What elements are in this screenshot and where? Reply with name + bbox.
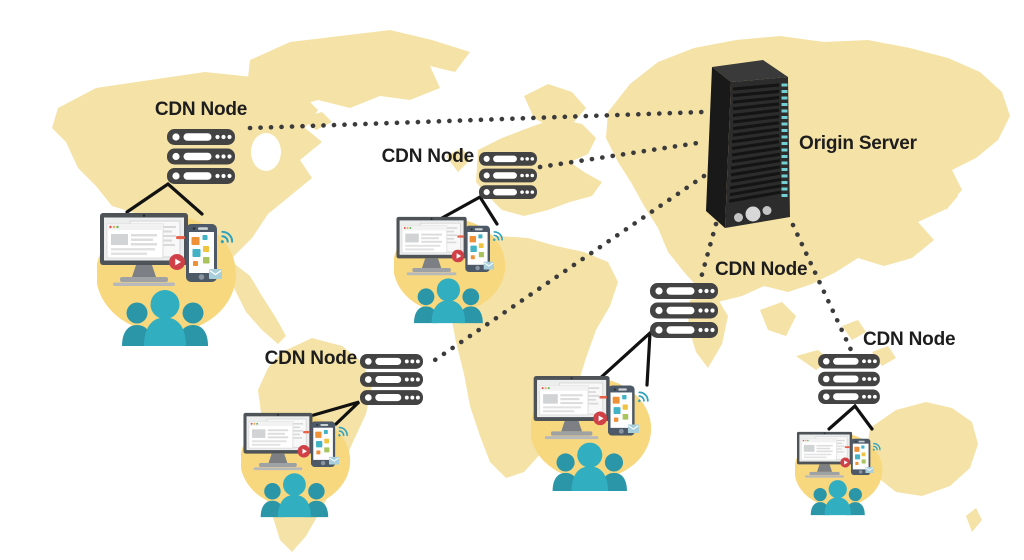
solid-link-node1-users (125, 181, 204, 216)
user-cluster-4 (241, 412, 351, 518)
origin-server-label: Origin Server (799, 133, 917, 154)
cdn-node-3-label: CDN Node (715, 259, 808, 280)
solid-link-node5-users (827, 403, 874, 431)
dotted-link-origin-node2 (537, 139, 707, 170)
dotted-link-origin-node4 (429, 173, 707, 365)
cdn-node-2-icon (479, 152, 537, 199)
dotted-link-origin-node5 (790, 222, 854, 353)
solid-link-node2-users (440, 194, 499, 226)
cdn-node-5-label: CDN Node (863, 329, 956, 350)
cdn-node-1-label: CDN Node (154, 99, 248, 120)
cdn-node-4-icon (360, 354, 423, 405)
origin-server-icon (701, 56, 793, 232)
cdn-node-5-icon (818, 354, 880, 404)
cdn-node-2-label: CDN Node (381, 146, 475, 167)
dotted-link-origin-node3 (698, 221, 719, 281)
cdn-node-1-icon (167, 129, 235, 184)
cdn-node-3-icon (650, 283, 718, 338)
solid-link-node3-users (595, 329, 652, 387)
user-cluster-2 (394, 216, 506, 324)
user-cluster-3 (531, 375, 652, 492)
user-cluster-5 (795, 431, 883, 516)
cdn-node-4-label: CDN Node (264, 348, 358, 369)
user-cluster-1 (97, 212, 237, 347)
solid-link-node4-users (291, 400, 361, 426)
dotted-link-origin-node1 (247, 109, 705, 131)
